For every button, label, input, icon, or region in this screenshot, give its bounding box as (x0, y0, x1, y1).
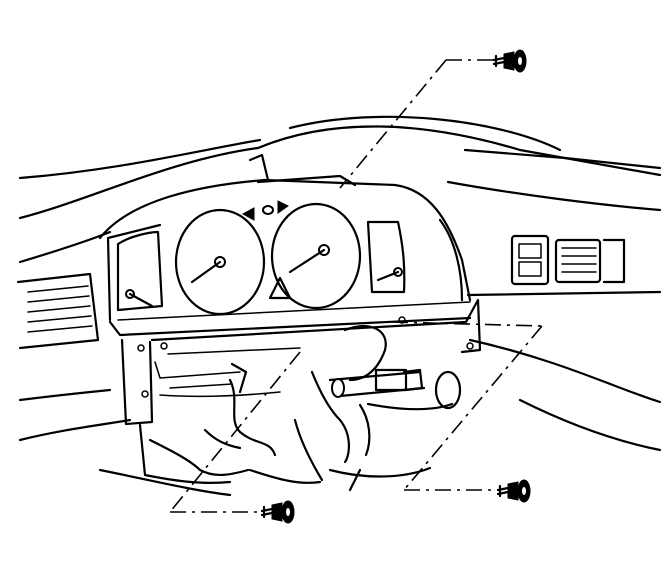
screw (492, 49, 527, 73)
instrument-cluster (98, 153, 472, 337)
screw (496, 479, 531, 503)
tachometer (270, 202, 362, 310)
dashboard-outline (18, 115, 662, 452)
right-air-vent (554, 238, 626, 284)
turn-signal-indicators (241, 200, 289, 221)
fuel-gauge (116, 230, 164, 312)
left-air-vent (16, 272, 100, 350)
cluster-bracket (120, 298, 482, 426)
screw (260, 500, 295, 524)
warning-triangle-icon (268, 276, 292, 300)
steering-column (98, 325, 462, 497)
leader-lines (169, 59, 543, 513)
switch-panel (510, 234, 550, 286)
speedometer (174, 208, 266, 316)
temperature-gauge (366, 220, 406, 294)
